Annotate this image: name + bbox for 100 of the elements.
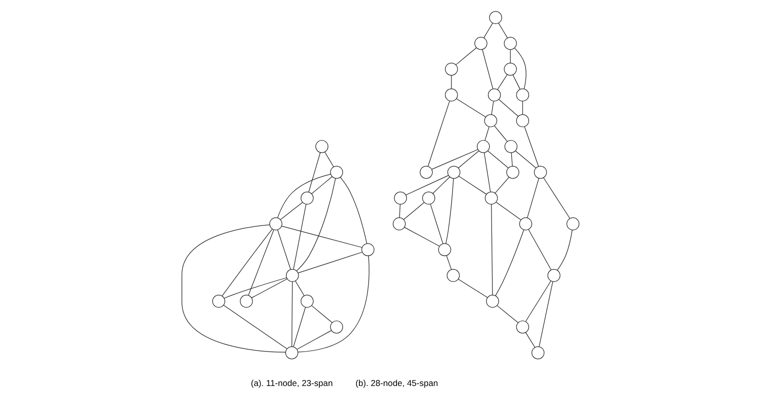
connector — [223, 304, 288, 349]
connector — [311, 176, 332, 194]
connector — [497, 74, 508, 90]
connector — [293, 203, 306, 269]
node-circle — [504, 140, 518, 152]
connector — [403, 202, 424, 220]
connector — [488, 150, 509, 168]
node-circle — [447, 165, 460, 178]
label: (b). 28-node, 45-span — [356, 377, 438, 388]
node-circle — [315, 140, 328, 152]
connector — [224, 276, 287, 298]
connector — [222, 228, 273, 296]
node-circle — [422, 191, 436, 204]
node-circle — [476, 140, 490, 152]
connector — [525, 280, 552, 322]
connector — [296, 178, 336, 271]
connector — [484, 152, 491, 192]
connector — [446, 254, 452, 270]
node-circle — [488, 88, 501, 101]
node-circle — [547, 268, 560, 282]
node-circle — [330, 320, 344, 333]
connector — [428, 100, 450, 166]
node-circle — [489, 10, 502, 24]
connector — [456, 47, 477, 65]
connector — [277, 229, 291, 270]
connector — [293, 306, 306, 347]
connector — [458, 175, 487, 194]
connector — [298, 251, 363, 273]
connector — [451, 74, 452, 88]
node-circle — [212, 294, 226, 308]
node-circle — [444, 62, 458, 76]
node-circle — [269, 216, 282, 230]
node-circle — [516, 320, 530, 333]
connector — [399, 204, 400, 218]
node-circle — [300, 191, 314, 204]
connector — [458, 150, 480, 168]
connector — [298, 255, 370, 352]
connector — [277, 173, 331, 218]
node-circle — [516, 114, 530, 127]
connector — [248, 228, 274, 296]
node-circle — [516, 88, 530, 101]
connector — [495, 228, 524, 296]
node-circle — [446, 268, 460, 282]
connector — [430, 203, 444, 244]
connector — [311, 304, 332, 322]
connector — [295, 280, 304, 296]
connector — [281, 225, 362, 248]
node-circle — [286, 268, 299, 282]
node-circle — [566, 216, 580, 230]
connector — [512, 74, 520, 90]
connector — [528, 228, 552, 270]
connector — [404, 226, 440, 246]
connector — [522, 100, 523, 114]
node-circle — [506, 165, 520, 178]
connector — [526, 178, 540, 218]
connector — [557, 229, 573, 270]
connector — [484, 126, 490, 140]
node-circle — [474, 36, 488, 50]
connector — [511, 152, 513, 166]
node-circle — [484, 114, 498, 127]
node-circle — [438, 242, 452, 256]
node-circle — [504, 62, 517, 76]
node-circle — [486, 294, 499, 308]
node-circle — [504, 36, 517, 50]
node-circle — [361, 242, 374, 256]
node-circle — [240, 294, 253, 308]
node-circle — [532, 346, 544, 359]
connector — [498, 22, 508, 38]
node-circle — [519, 216, 532, 230]
node-circle — [300, 294, 314, 308]
connector — [496, 304, 518, 322]
connector — [515, 150, 536, 168]
connector — [494, 176, 510, 193]
connector — [496, 201, 522, 220]
node-circle — [285, 346, 298, 359]
connector — [525, 332, 536, 348]
connector — [543, 176, 570, 218]
connector — [524, 126, 539, 166]
connector — [296, 330, 332, 350]
connector — [340, 176, 368, 244]
node-circle — [392, 216, 406, 230]
node-circle — [420, 165, 433, 178]
connector — [280, 202, 303, 220]
node-circle — [444, 88, 458, 101]
connector — [491, 100, 494, 114]
label: (a). 11-node, 23-span — [250, 377, 333, 388]
node-circle — [484, 191, 498, 204]
connector — [431, 148, 478, 170]
connector — [491, 204, 493, 295]
connector — [308, 152, 321, 192]
connector — [514, 47, 526, 89]
connector — [510, 48, 511, 63]
connector — [182, 224, 286, 352]
connector — [406, 174, 449, 195]
connector — [446, 178, 454, 244]
connector — [498, 98, 518, 116]
connector — [456, 98, 486, 117]
node-circle — [534, 165, 547, 178]
connector — [484, 22, 493, 38]
connector — [458, 278, 488, 298]
